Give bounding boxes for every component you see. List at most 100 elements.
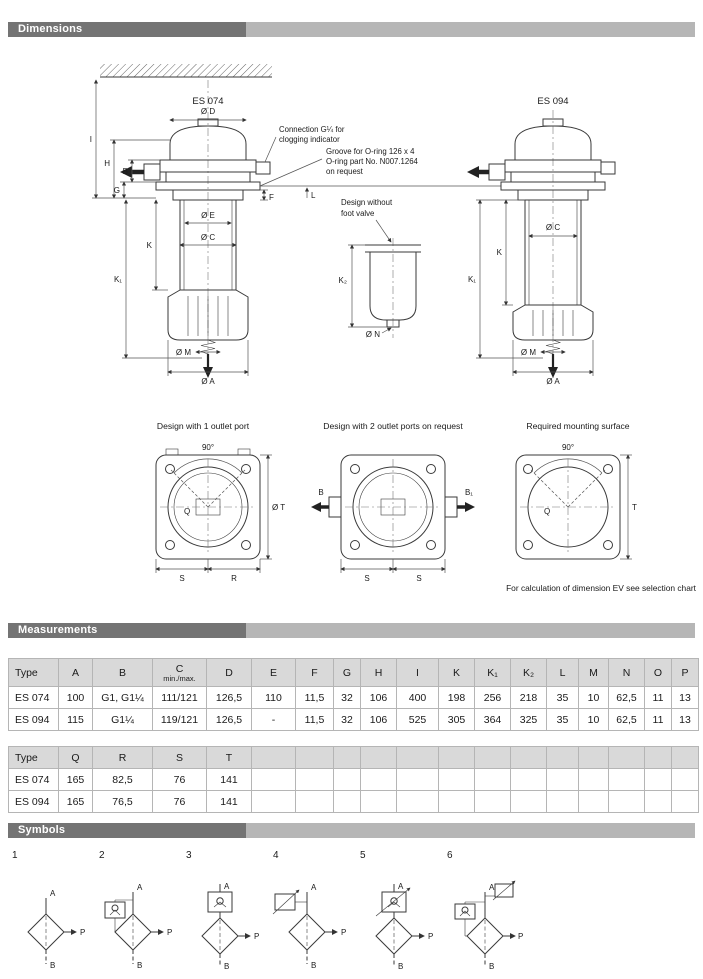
table-header-cell: S bbox=[152, 746, 207, 769]
port-p-label: P bbox=[428, 932, 433, 941]
port-b-label: B bbox=[311, 961, 316, 970]
symbol-4: 4 A P B bbox=[271, 850, 358, 975]
table-cell: ES 094 bbox=[8, 708, 59, 731]
port-p-label: P bbox=[518, 932, 523, 941]
table-cell: 165 bbox=[58, 790, 93, 813]
symbol-6-number: 6 bbox=[447, 850, 453, 861]
dim-label-R: R bbox=[231, 574, 237, 583]
table-header-cell-empty bbox=[360, 746, 397, 769]
dim-label-K1-074: K₁ bbox=[114, 275, 122, 284]
table-cell: 11 bbox=[644, 686, 672, 709]
table-cell-empty bbox=[438, 790, 475, 813]
port-b-label: B bbox=[489, 962, 494, 971]
table-cell: 76 bbox=[152, 768, 207, 791]
table-cell: 82,5 bbox=[92, 768, 153, 791]
table-cell: 110 bbox=[251, 686, 296, 709]
table-header-cell: F bbox=[295, 658, 334, 687]
port-p-label: P bbox=[254, 932, 259, 941]
es094-dimension-lines: K K₁ bbox=[468, 199, 543, 359]
symbol-4-number: 4 bbox=[273, 850, 279, 861]
symbol-3-number: 3 bbox=[186, 850, 192, 861]
table-cell: 76,5 bbox=[92, 790, 153, 813]
dim-label-L: L bbox=[311, 191, 316, 200]
table-header-cell-empty bbox=[546, 746, 579, 769]
dim-label-S-view2a: S bbox=[364, 574, 369, 583]
dim-label-S-view2b: S bbox=[416, 574, 421, 583]
table-header-cell-empty bbox=[644, 746, 672, 769]
dim-label-dM-074: Ø M bbox=[176, 348, 191, 357]
table-cell-empty bbox=[608, 768, 645, 791]
table-header-cell-empty bbox=[671, 746, 699, 769]
table-cell: 115 bbox=[58, 708, 93, 731]
dim-label-dC-074: Ø C bbox=[201, 233, 215, 242]
symbol-1: 1 A P B bbox=[10, 850, 97, 975]
symbols-section-title: Symbols bbox=[8, 823, 246, 838]
port-p-label: P bbox=[80, 928, 85, 937]
port-p-label: P bbox=[341, 928, 346, 937]
port-a-label: A bbox=[137, 883, 143, 892]
table-cell: G1¼ bbox=[92, 708, 153, 731]
port-a-label: A bbox=[224, 882, 230, 891]
dim-label-B-view2: B bbox=[318, 488, 323, 497]
measurements-section-title: Measurements bbox=[8, 623, 246, 638]
view3-caption: Required mounting surface bbox=[526, 421, 629, 431]
table-cell-empty bbox=[510, 790, 547, 813]
es074-label: ES 074 bbox=[192, 96, 223, 107]
dim-label-F: F bbox=[269, 193, 274, 202]
dim-label-T: T bbox=[632, 503, 637, 512]
table-cell-empty bbox=[474, 768, 511, 791]
symbol-2-number: 2 bbox=[99, 850, 105, 861]
symbols-row: 1 A P B 2 A bbox=[10, 850, 532, 975]
mounting-surface bbox=[100, 64, 272, 78]
table-cell-empty bbox=[474, 790, 511, 813]
dim-label-K2: K₂ bbox=[339, 276, 347, 285]
dim-label-B1-view2: B₁ bbox=[465, 488, 473, 497]
bottom-view-2-outlets: B B₁ S S bbox=[311, 454, 475, 583]
table-cell: 13 bbox=[671, 708, 699, 731]
bottom-view-1-outlet: 90° Q Ø T S R bbox=[155, 443, 285, 583]
table-cell: - bbox=[251, 708, 296, 731]
table-cell: 32 bbox=[333, 708, 361, 731]
annotation-groove-line2: O-ring part No. N007.1264 bbox=[326, 157, 419, 166]
table-header-cell: M bbox=[578, 658, 609, 687]
table-header-cell: G bbox=[333, 658, 361, 687]
port-b-label: B bbox=[137, 961, 142, 970]
dim-label-dT: Ø T bbox=[272, 503, 285, 512]
table-row-es074: ES 074 165 82,5 76 141 bbox=[8, 768, 699, 791]
table-cell: 32 bbox=[333, 686, 361, 709]
table-header-cell: B bbox=[92, 658, 153, 687]
dim-label-dE: Ø E bbox=[201, 211, 215, 220]
table-cell-empty bbox=[396, 790, 439, 813]
table-cell: 10 bbox=[578, 686, 609, 709]
dim-label-Q-view1: Q bbox=[184, 507, 190, 516]
port-a-label: A bbox=[50, 889, 56, 898]
table-cell-empty bbox=[546, 768, 579, 791]
dim-label-H: H bbox=[104, 159, 110, 168]
dim-label-K-074: K bbox=[147, 241, 153, 250]
symbol-5-number: 5 bbox=[360, 850, 366, 861]
bottom-view-mounting-surface: 90° Q T bbox=[515, 443, 637, 560]
table-cell: ES 094 bbox=[8, 790, 59, 813]
table-cell: 111/121 bbox=[152, 686, 207, 709]
symbol-1-number: 1 bbox=[12, 850, 18, 861]
table-header-cell-empty bbox=[510, 746, 547, 769]
table-header-row: Type Q R S T bbox=[8, 746, 699, 769]
table-cell: 35 bbox=[546, 708, 579, 731]
annotation-no-foot-line2: foot valve bbox=[341, 209, 374, 218]
annotation-connection-line2: clogging indicator bbox=[279, 135, 340, 144]
table-cell: 218 bbox=[510, 686, 547, 709]
table-cell: 400 bbox=[396, 686, 439, 709]
table-cell: 165 bbox=[58, 768, 93, 791]
table-cell: 11,5 bbox=[295, 708, 334, 731]
table-cell: 11 bbox=[644, 708, 672, 731]
annotation-groove-line3: on request bbox=[326, 167, 364, 176]
dim-label-dA-094: Ø A bbox=[546, 377, 560, 386]
dim-label-Q-view3: Q bbox=[544, 507, 550, 516]
symbol-5-drawing: A P B bbox=[375, 882, 433, 971]
table-row-es074: ES 074 100 G1, G1¼ 111/121 126,5 110 11,… bbox=[8, 686, 699, 709]
dim-label-B: B bbox=[123, 167, 128, 176]
selection-chart-footnote: For calculation of dimension EV see sele… bbox=[506, 583, 697, 593]
table-header-cell-empty bbox=[474, 746, 511, 769]
